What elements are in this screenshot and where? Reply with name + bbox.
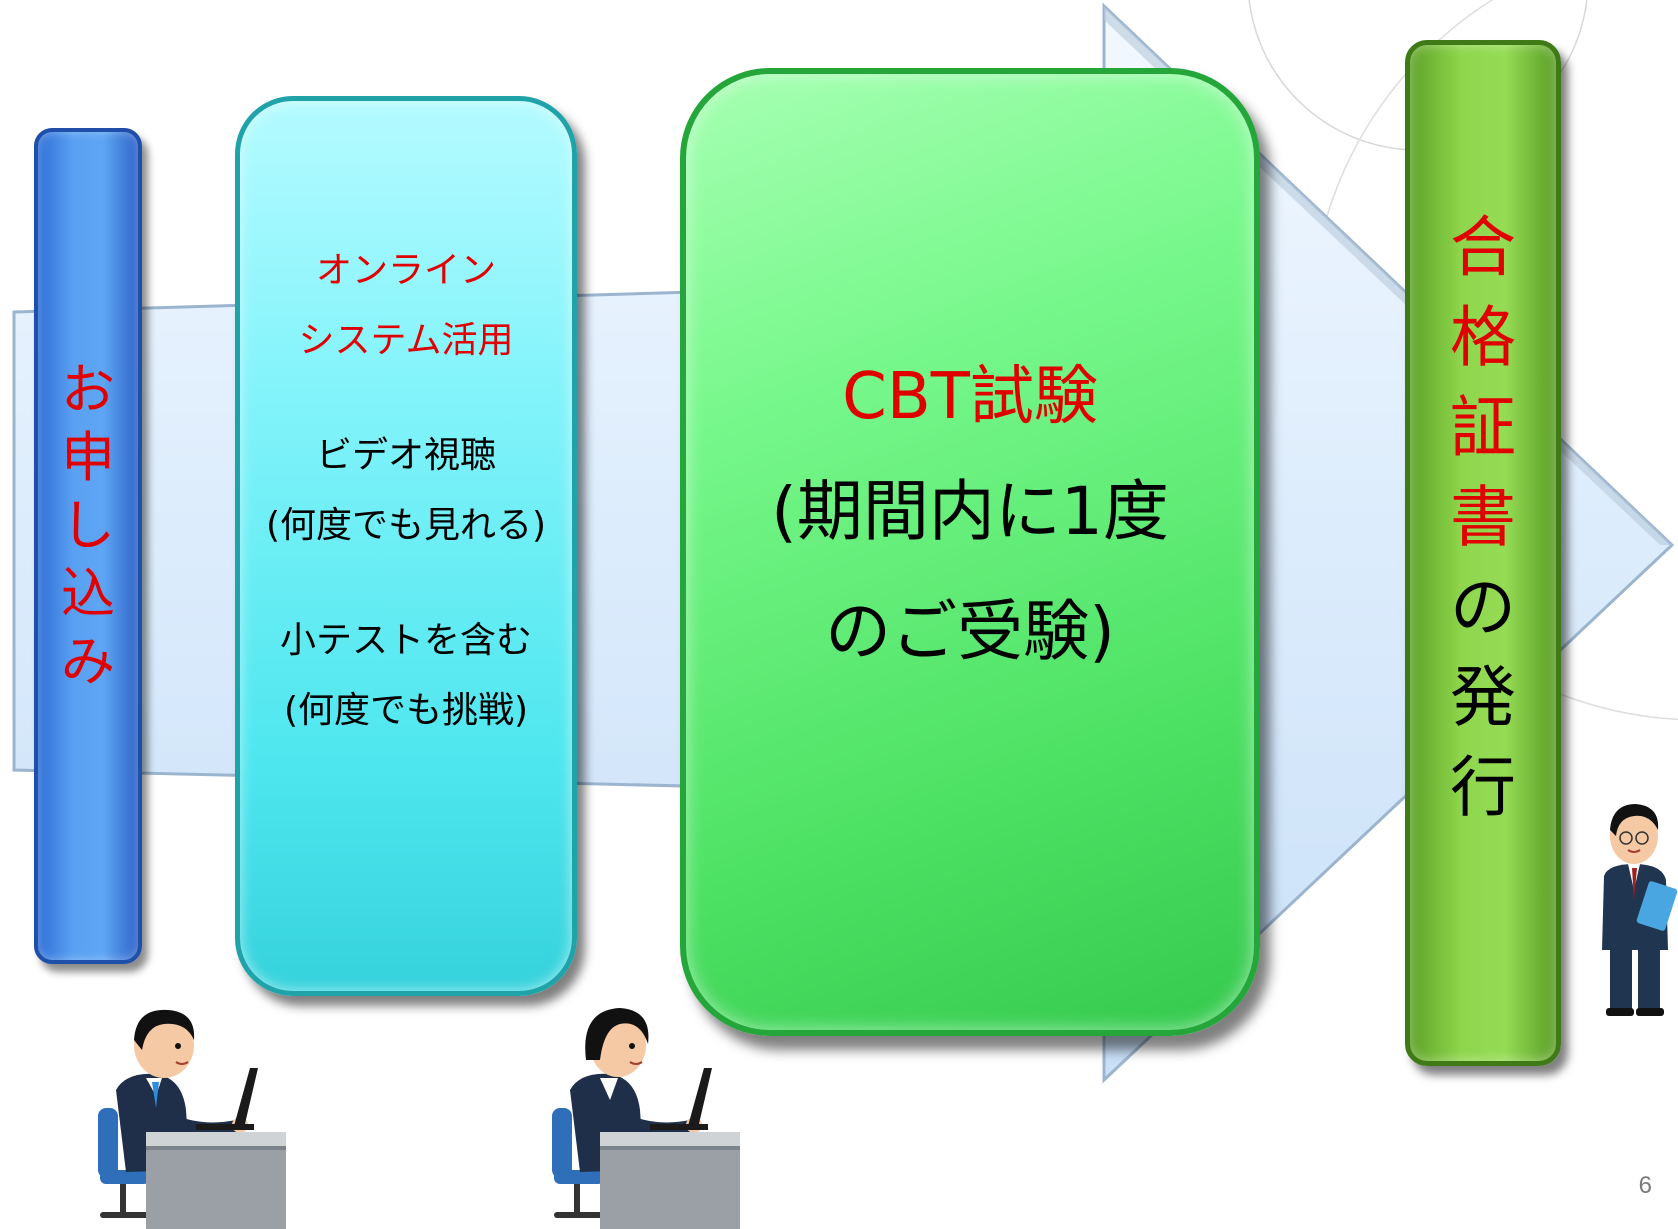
application-char: し bbox=[61, 494, 115, 557]
woman-at-laptop-illustration bbox=[552, 1008, 740, 1229]
cbt-line1: (期間内に1度 bbox=[771, 473, 1169, 550]
step-certificate-issuance: 合 格 証 書 の 発 行 bbox=[1405, 40, 1561, 1066]
step-online-system: オンライン システム活用 ビデオ視聴 (何度でも見れる) 小テストを含む (何度… bbox=[235, 96, 577, 996]
cbt-line2: のご受験) bbox=[825, 593, 1115, 670]
cbt-title: CBT試験 bbox=[842, 360, 1098, 434]
certificate-char: 証 bbox=[1450, 389, 1516, 466]
certificate-char: 発 bbox=[1450, 659, 1516, 736]
step-cbt-exam: CBT試験 (期間内に1度 のご受験) bbox=[680, 68, 1260, 1036]
online-title-line2: システム活用 bbox=[298, 320, 514, 361]
video-line2: (何度でも見れる) bbox=[265, 505, 547, 546]
online-title-line1: オンライン bbox=[315, 250, 496, 291]
certificate-char: 格 bbox=[1450, 299, 1516, 376]
application-char: み bbox=[61, 630, 115, 693]
cbt-content: CBT試験 (期間内に1度 のご受験) bbox=[771, 352, 1169, 692]
man-with-clipboard-illustration bbox=[1602, 804, 1678, 1016]
certificate-char: 行 bbox=[1450, 749, 1516, 826]
video-line1: ビデオ視聴 bbox=[315, 435, 496, 476]
application-label: お 申 し 込 み bbox=[61, 363, 115, 689]
application-char: お bbox=[61, 358, 115, 421]
application-char: 申 bbox=[61, 426, 115, 489]
certificate-char: の bbox=[1450, 569, 1516, 646]
certificate-char: 書 bbox=[1450, 479, 1516, 556]
man-at-laptop-illustration bbox=[98, 1009, 286, 1229]
quiz-line1: 小テストを含む bbox=[279, 620, 532, 661]
application-char: 込 bbox=[61, 562, 115, 625]
page-number: 6 bbox=[1638, 1172, 1652, 1199]
quiz-line2: (何度でも挑戦) bbox=[283, 690, 529, 731]
online-system-content: オンライン システム活用 ビデオ視聴 (何度でも見れる) 小テストを含む (何度… bbox=[266, 236, 546, 746]
certificate-label: 合 格 証 書 の 発 行 bbox=[1450, 215, 1516, 821]
step-application: お 申 し 込 み bbox=[34, 128, 142, 964]
certificate-char: 合 bbox=[1450, 209, 1516, 286]
